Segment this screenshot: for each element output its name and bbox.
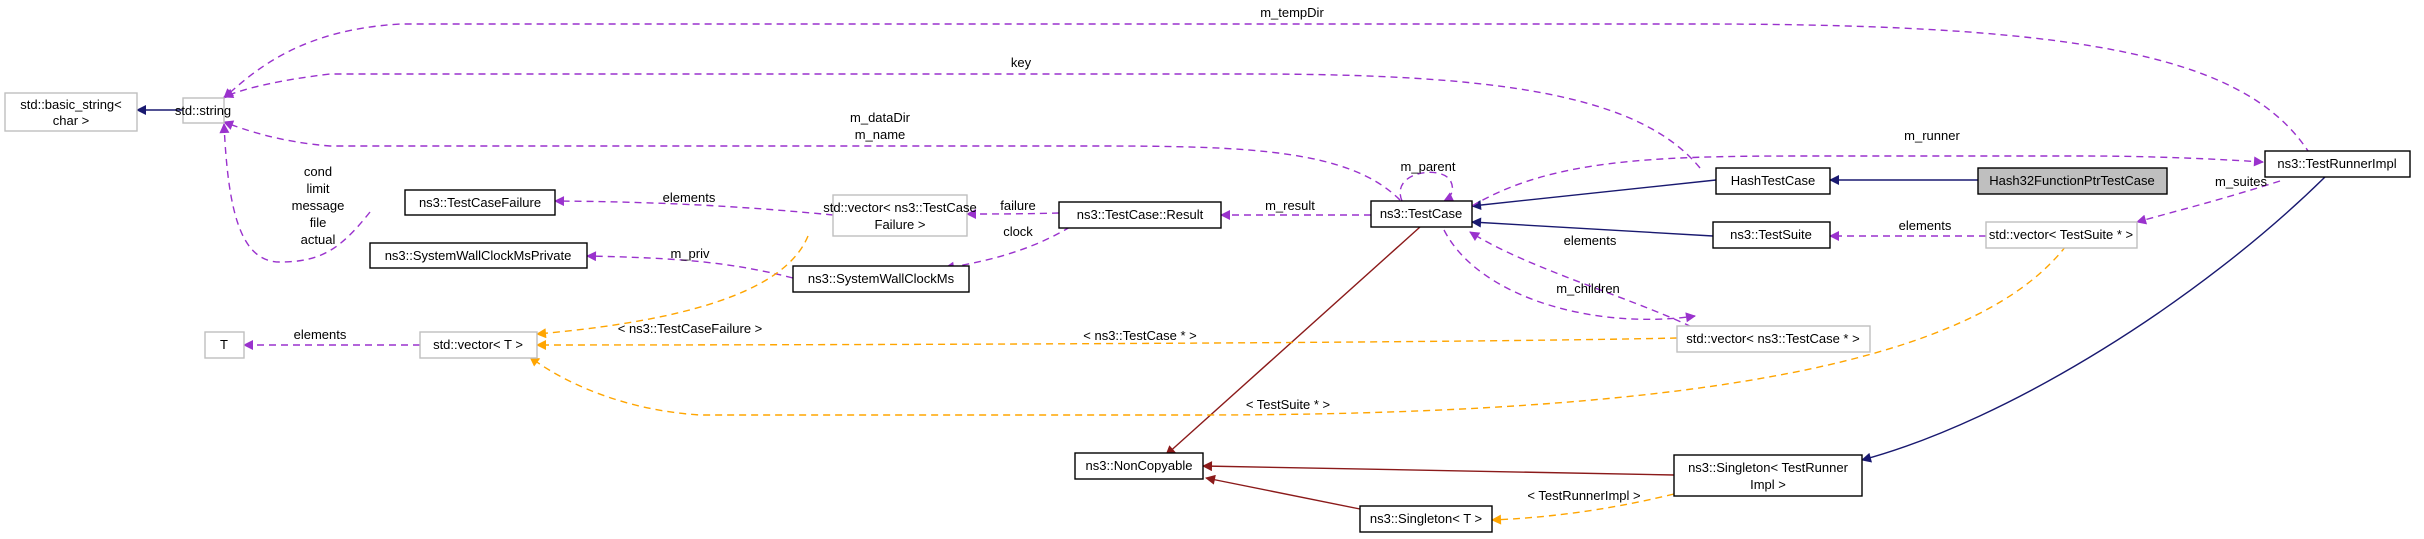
node-singleton-runner-line2: Impl > bbox=[1750, 477, 1786, 492]
label-tpl-testcasefailure: < ns3::TestCaseFailure > bbox=[618, 321, 763, 336]
label-elements-testcase: elements bbox=[1564, 233, 1617, 248]
node-vector-failure-line1: std::vector< ns3::TestCase bbox=[823, 200, 977, 215]
edge-testsuite-to-testcase bbox=[1471, 217, 1714, 237]
edge-failure bbox=[966, 208, 1060, 219]
label-message: message bbox=[292, 198, 345, 213]
edge-m-children bbox=[1443, 229, 1696, 323]
edge-m-parent bbox=[1399, 171, 1455, 202]
edge-runnerimpl-to-singleton-runner bbox=[1861, 176, 2326, 463]
node-testcase-label: ns3::TestCase bbox=[1380, 206, 1462, 221]
node-vector-testsuite-label: std::vector< TestSuite * > bbox=[1989, 227, 2133, 242]
label-m-children: m_children bbox=[1556, 281, 1620, 296]
edges bbox=[136, 23, 2326, 525]
edge-tpl-testsuite-ptr bbox=[529, 245, 2067, 416]
node-hashtestcase[interactable]: HashTestCase bbox=[1715, 167, 1831, 195]
label-m-result: m_result bbox=[1265, 198, 1315, 213]
node-runnerimpl[interactable]: ns3::TestRunnerImpl bbox=[2264, 150, 2411, 178]
label-m-datadir: m_dataDir bbox=[850, 110, 911, 125]
edge-datadir-name bbox=[223, 120, 1401, 201]
node-wallclock-label: ns3::SystemWallClockMs bbox=[808, 271, 955, 286]
label-m-tempdir: m_tempDir bbox=[1260, 5, 1324, 20]
edge-clock bbox=[944, 226, 1071, 272]
label-m-runner: m_runner bbox=[1904, 128, 1960, 143]
label-elements-T: elements bbox=[294, 327, 347, 342]
node-testcasefailure[interactable]: ns3::TestCaseFailure bbox=[404, 189, 556, 216]
edge-tempdir bbox=[223, 23, 2311, 155]
label-key: key bbox=[1011, 55, 1032, 70]
node-basic-string[interactable]: std::basic_string< char > bbox=[4, 92, 138, 132]
node-noncopyable-label: ns3::NonCopyable bbox=[1086, 458, 1193, 473]
node-vector-testcase[interactable]: std::vector< ns3::TestCase * > bbox=[1676, 325, 1871, 353]
edge-key bbox=[223, 73, 1701, 169]
node-vector-T-label: std::vector< T > bbox=[433, 337, 523, 352]
node-vector-failure-line2: Failure > bbox=[875, 217, 926, 232]
edge-singleton-runner-to-noncopyable bbox=[1202, 461, 1675, 476]
edge-testcase-to-noncopyable bbox=[1165, 226, 1421, 456]
node-singleton-runner-line1: ns3::Singleton< TestRunner bbox=[1688, 460, 1849, 475]
node-hash32-label: Hash32FunctionPtrTestCase bbox=[1989, 173, 2154, 188]
label-file: file bbox=[310, 215, 327, 230]
label-elements-failure: elements bbox=[663, 190, 716, 205]
label-tpl-testcase-ptr: < ns3::TestCase * > bbox=[1083, 328, 1196, 343]
node-singleton-T[interactable]: ns3::Singleton< T > bbox=[1359, 505, 1493, 533]
node-result-label: ns3::TestCase::Result bbox=[1077, 207, 1204, 222]
edge-singleton-T-to-noncopyable bbox=[1205, 474, 1361, 510]
node-T[interactable]: T bbox=[204, 331, 245, 359]
node-testsuite-label: ns3::TestSuite bbox=[1730, 227, 1812, 242]
node-vector-failure[interactable]: std::vector< ns3::TestCase Failure > bbox=[823, 194, 977, 237]
label-actual: actual bbox=[301, 232, 336, 247]
edge-elements-failure bbox=[554, 196, 834, 216]
edge-hashtestcase-to-testcase bbox=[1471, 179, 1717, 211]
label-elements-suite: elements bbox=[1899, 218, 1952, 233]
edge-m-suites bbox=[2136, 180, 2281, 225]
node-vector-T[interactable]: std::vector< T > bbox=[419, 331, 538, 359]
node-vector-testsuite[interactable]: std::vector< TestSuite * > bbox=[1985, 221, 2138, 249]
node-hashtestcase-label: HashTestCase bbox=[1731, 173, 1816, 188]
node-testsuite[interactable]: ns3::TestSuite bbox=[1712, 221, 1831, 249]
node-vector-testcase-label: std::vector< ns3::TestCase * > bbox=[1686, 331, 1859, 346]
edge-elements-testcase bbox=[1469, 231, 1703, 333]
label-m-priv: m_priv bbox=[670, 246, 710, 261]
edge-m-runner bbox=[1471, 155, 2264, 207]
label-m-name: m_name bbox=[855, 127, 906, 142]
label-clock: clock bbox=[1003, 224, 1033, 239]
edge-labels: m_tempDir key m_dataDir m_name cond limi… bbox=[292, 5, 2268, 503]
node-result[interactable]: ns3::TestCase::Result bbox=[1058, 201, 1222, 229]
edge-tpl-testcasefailure bbox=[536, 235, 809, 339]
nodes: std::basic_string< char > std::string ns… bbox=[4, 92, 2411, 533]
node-testcasefailure-label: ns3::TestCaseFailure bbox=[419, 195, 541, 210]
node-string[interactable]: std::string bbox=[175, 97, 231, 124]
node-hash32[interactable]: Hash32FunctionPtrTestCase bbox=[1977, 167, 2168, 195]
label-failure: failure bbox=[1000, 198, 1035, 213]
label-m-parent: m_parent bbox=[1401, 159, 1456, 174]
node-wallclock[interactable]: ns3::SystemWallClockMs bbox=[792, 265, 970, 293]
node-wallclockprivate[interactable]: ns3::SystemWallClockMsPrivate bbox=[369, 242, 588, 269]
node-singleton-runner[interactable]: ns3::Singleton< TestRunner Impl > bbox=[1673, 454, 1863, 497]
edge-testcasefailure-fields bbox=[219, 123, 371, 263]
label-m-suites: m_suites bbox=[2215, 174, 2268, 189]
node-noncopyable[interactable]: ns3::NonCopyable bbox=[1074, 452, 1204, 480]
node-basic-string-line2: char > bbox=[53, 113, 90, 128]
edge-tpl-testcase-ptr bbox=[536, 337, 1678, 350]
node-wallclockprivate-label: ns3::SystemWallClockMsPrivate bbox=[385, 248, 572, 263]
label-tpl-testsuite-ptr: < TestSuite * > bbox=[1246, 397, 1330, 412]
node-string-label: std::string bbox=[175, 103, 231, 118]
node-singleton-T-label: ns3::Singleton< T > bbox=[1370, 511, 1482, 526]
edge-tpl-testrunnerimpl bbox=[1491, 493, 1675, 525]
node-testcase[interactable]: ns3::TestCase bbox=[1370, 200, 1473, 228]
node-T-label: T bbox=[220, 337, 228, 352]
node-basic-string-line1: std::basic_string< bbox=[20, 97, 122, 112]
node-runnerimpl-label: ns3::TestRunnerImpl bbox=[2277, 156, 2396, 171]
label-tpl-testrunnerimpl: < TestRunnerImpl > bbox=[1527, 488, 1640, 503]
label-cond: cond bbox=[304, 164, 332, 179]
label-limit: limit bbox=[306, 181, 329, 196]
